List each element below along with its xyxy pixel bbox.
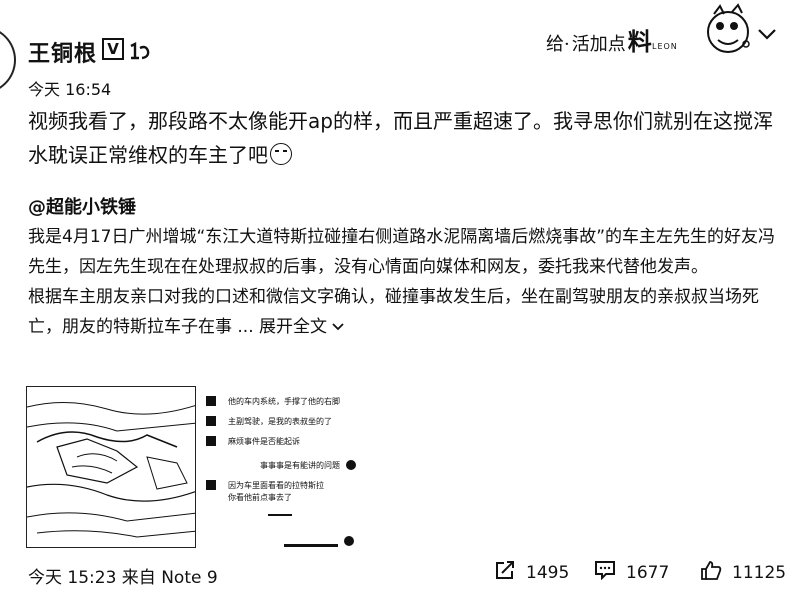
chat-avatar [206,436,216,446]
banner-sub: LEON [652,42,678,51]
repost-author[interactable]: @超能小铁锤 [28,197,136,218]
post-time: 今天 16:54 [28,80,112,99]
repost-icon [494,560,516,585]
banner-slogan-big: 料 [627,27,652,56]
chat-message: 麻烦事件是否能起诉 [228,437,300,446]
like-count: 11125 [732,562,787,583]
comment-icon [594,560,616,585]
chat-avatar [206,480,216,490]
divider [268,514,292,516]
comment-count: 1677 [626,562,670,583]
repost-image-2[interactable]: 他的车内系统，手撑了他的右脚 主副驾驶，是我的表叔坐的了 麻烦事件是否能起诉 事… [198,386,368,548]
comment-button[interactable]: 1677 [594,560,669,585]
repost-button[interactable]: 1495 [494,560,569,585]
verified-icon: V [102,38,124,60]
level-icon [128,40,152,67]
author-name[interactable]: 王铜根 [28,42,98,67]
post-text: 视频我看了，那段路不太像能开ap的样，而且严重超速了。我寻思你们就别在这搅浑水耽… [28,109,773,167]
follow-banner[interactable]: 给· 活加点 料 [546,22,652,57]
chat-message: 你看他前点事去了 [228,493,292,502]
chat-avatar [206,396,216,406]
repost-count: 1495 [526,562,570,583]
smirk-emoji-icon [270,143,292,165]
chat-message: 主副驾驶，是我的表叔坐的了 [228,417,332,426]
banner-give: 给· [546,34,570,55]
chat-avatar [346,460,356,470]
repost-image-1[interactable] [26,386,196,548]
avatar[interactable] [0,26,16,94]
mascot-icon [700,2,756,62]
chat-message: 事事事是有能讲的问题 [260,461,340,470]
chevron-down-icon[interactable] [757,26,777,45]
chat-message: 他的车内系统，手撑了他的右脚 [228,397,340,406]
chat-avatar [206,416,216,426]
repost-paragraph-1: 我是4月17日广州增城“东江大道特斯拉碰撞右侧道路水泥隔离墙后燃烧事故”的车主左… [28,227,776,277]
expand-full-text-link[interactable]: 展开全文 [259,317,345,337]
chat-message: 因为车里面看看的拉特斯拉 [228,481,324,490]
chat-avatar [344,536,354,546]
repost-body: 我是4月17日广州增城“东江大道特斯拉碰撞右侧道路水泥隔离墙后燃烧事故”的车主左… [28,222,780,342]
like-button[interactable]: 11125 [700,560,786,585]
banner-slogan: 活加点 [571,34,626,55]
like-icon [700,560,722,585]
home-indicator [284,544,338,547]
repost-paragraph-2: 根据车主朋友亲口对我的口述和微信文字确认，碰撞事故发生后，坐在副驾驶朋友的亲叔叔… [28,287,759,337]
footer-time-source: 今天 15:23 来自 Note 9 [28,568,218,588]
